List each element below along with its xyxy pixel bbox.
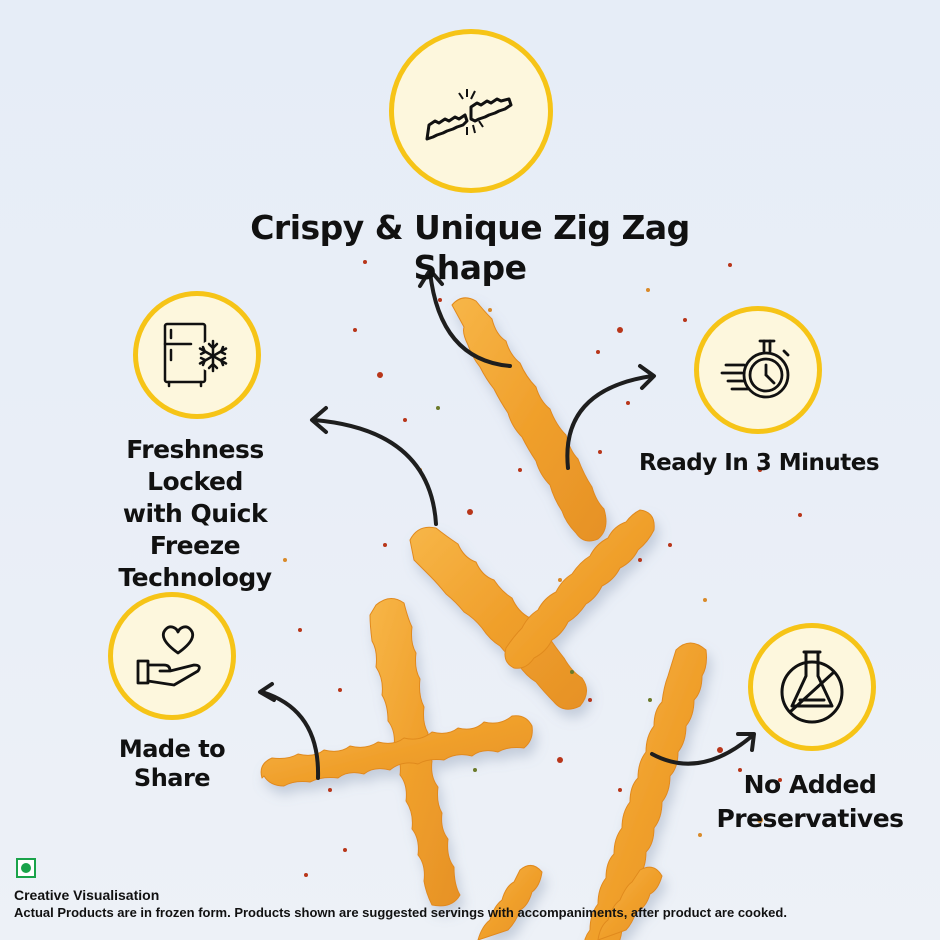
veg-symbol-icon xyxy=(16,858,36,878)
veg-dot xyxy=(21,863,31,873)
freshness-badge xyxy=(133,291,261,419)
feature-label-freshness: Freshness Locked with Quick Freeze Techn… xyxy=(118,435,272,592)
feature-label-zigzag: Crispy & Unique Zig Zag Shape xyxy=(250,208,690,287)
creative-visualisation-note: Creative Visualisation xyxy=(14,887,160,903)
hand-heart-icon xyxy=(136,625,201,687)
feature-label-share: Made to Share xyxy=(118,735,226,792)
stopwatch-icon xyxy=(720,339,790,399)
feature-label-ready: Ready In 3 Minutes xyxy=(638,450,880,476)
fridge-snowflake-icon xyxy=(163,322,229,388)
share-badge xyxy=(108,592,236,720)
preservatives-badge xyxy=(748,623,876,751)
no-flask-icon xyxy=(780,650,844,724)
feature-label-preservatives: No Added Preservatives xyxy=(716,770,904,833)
zigzag-badge xyxy=(389,29,553,193)
broken-zigzag-fry-icon xyxy=(425,89,513,141)
product-disclaimer: Actual Products are in frozen form. Prod… xyxy=(14,905,787,920)
ready-badge xyxy=(694,306,822,434)
